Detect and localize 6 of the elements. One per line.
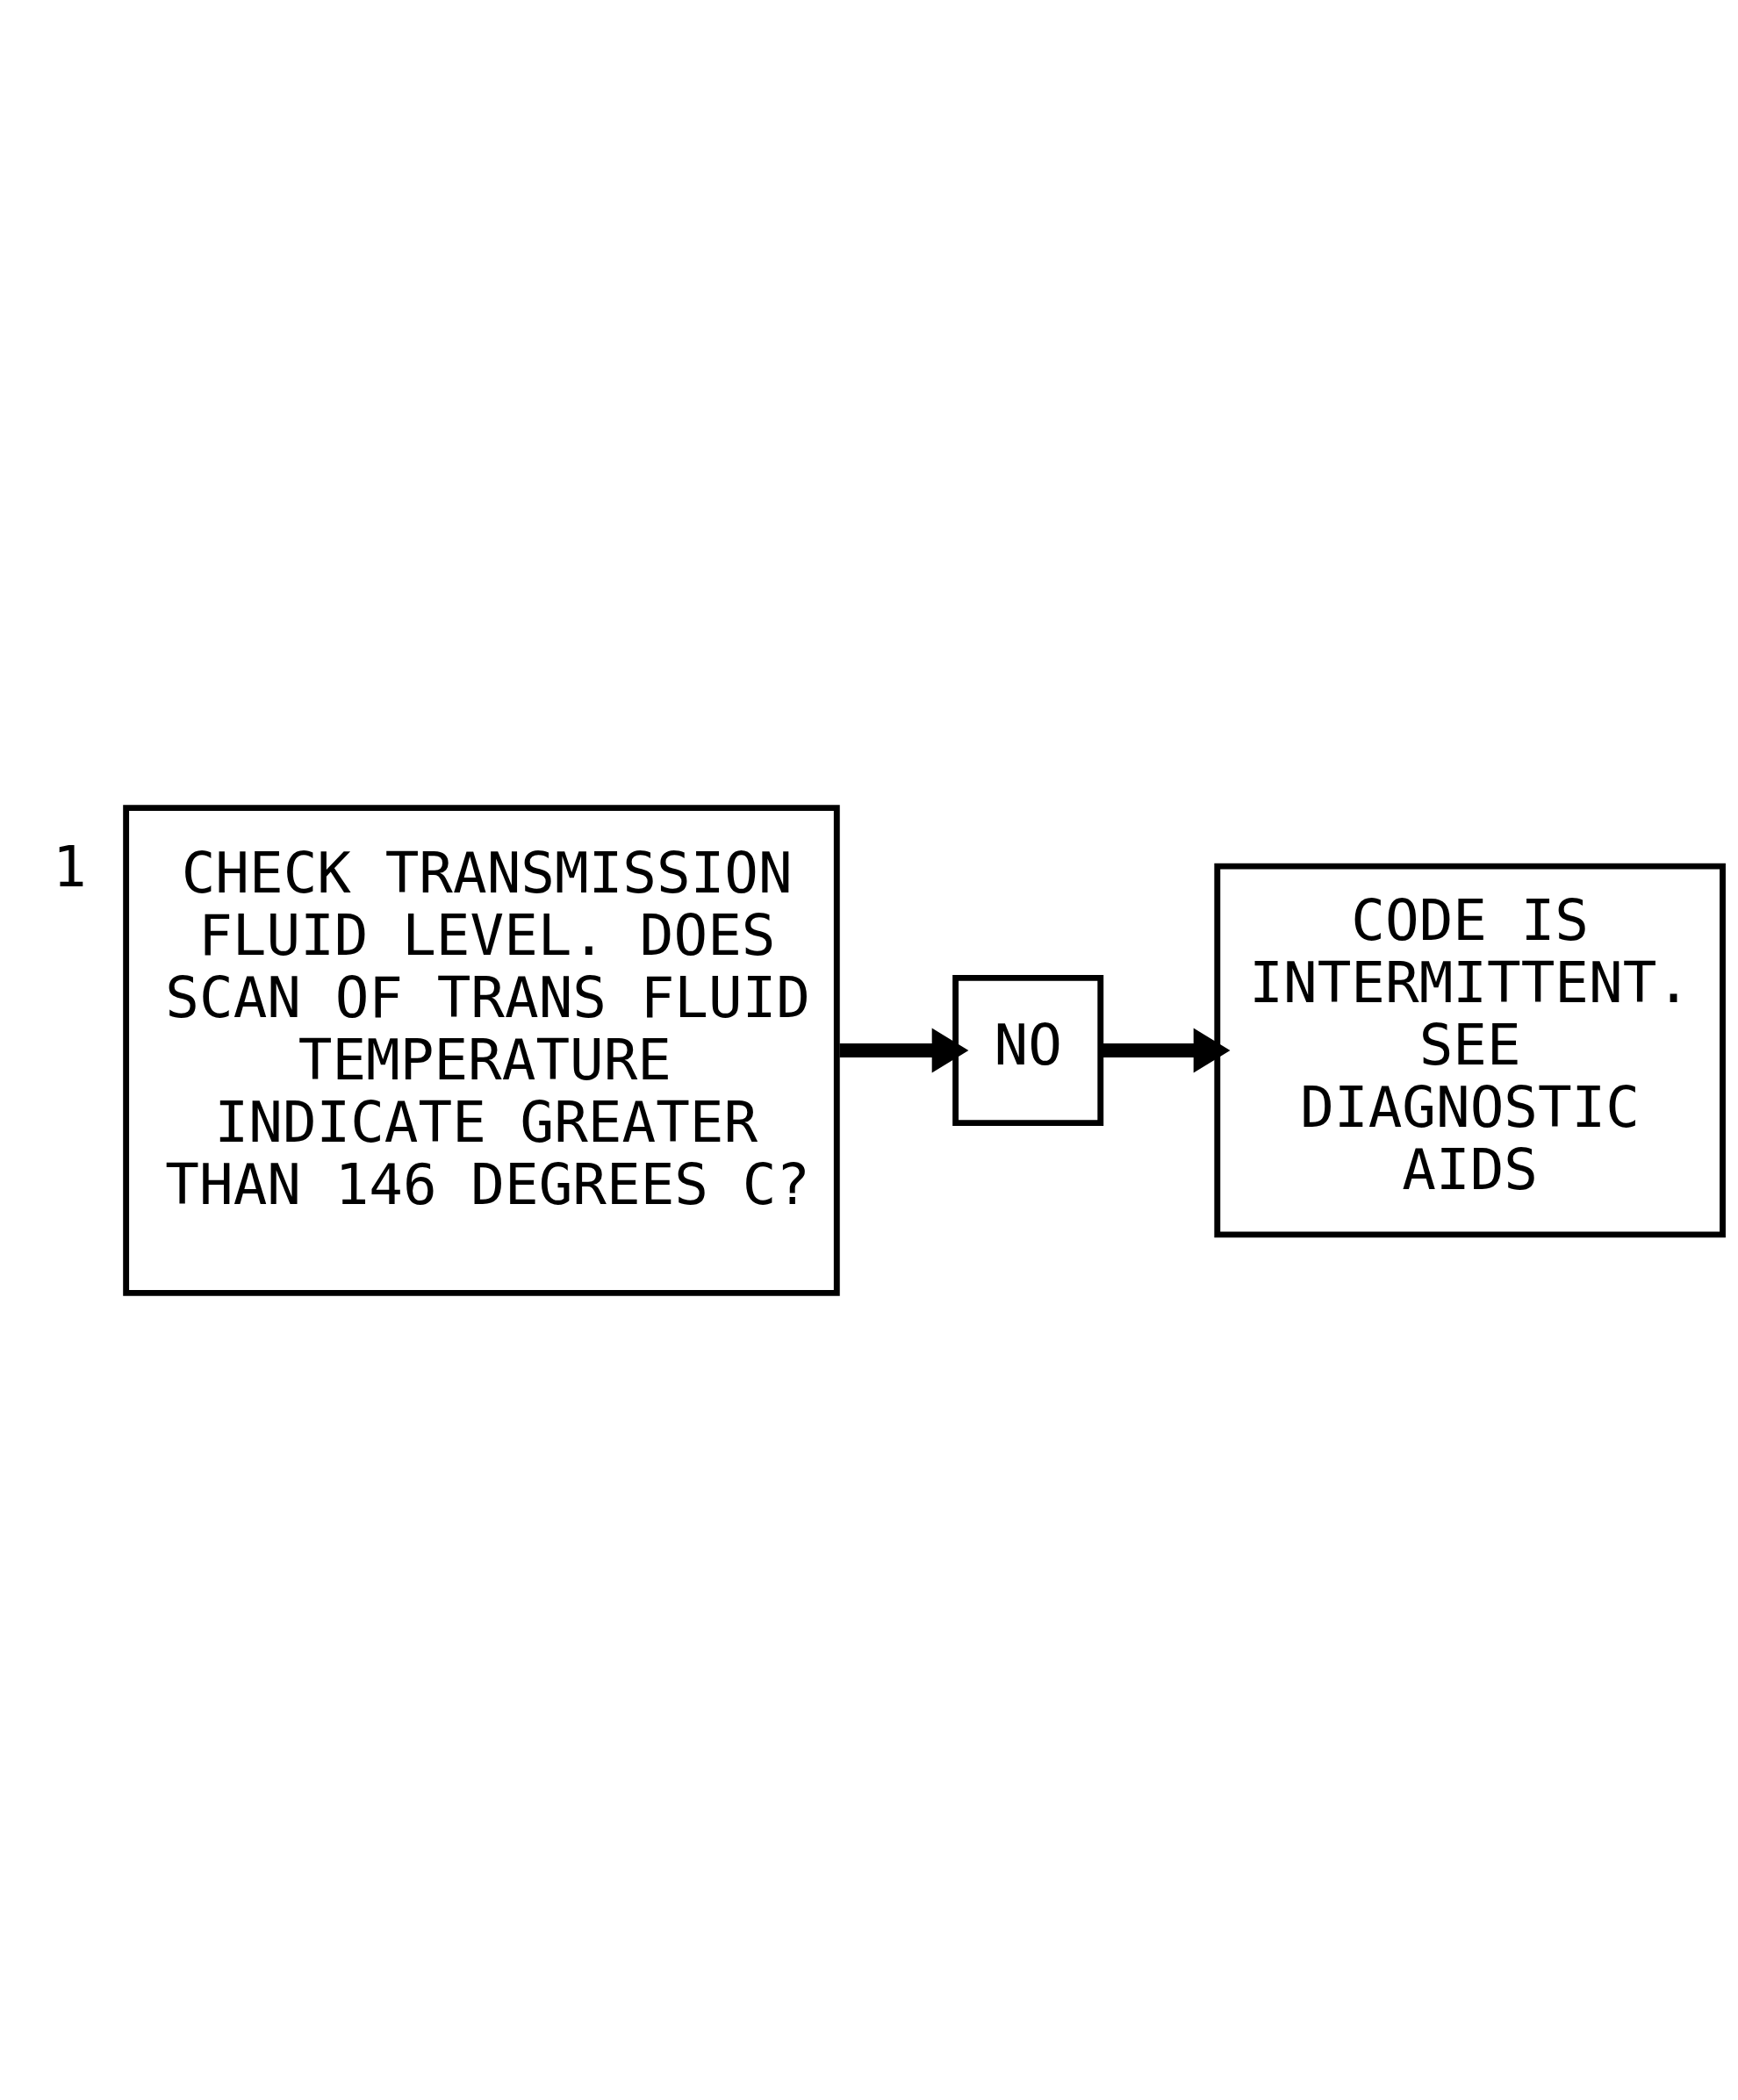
node-label: 1 [52, 833, 87, 899]
arrow [839, 1027, 969, 1073]
node-box: NO [952, 974, 1104, 1126]
node-box: CHECK TRANSMISSION FLUID LEVEL. DOES SCAN OF TRANS FLUID TEMPERATURE INDICATE GREATER THAN 146 DEGREES C? [123, 804, 840, 1296]
arrow [1101, 1027, 1231, 1073]
node-box: CODE IS INTERMITTENT. SEE DIAGNOSTIC AIDS [1214, 863, 1726, 1237]
